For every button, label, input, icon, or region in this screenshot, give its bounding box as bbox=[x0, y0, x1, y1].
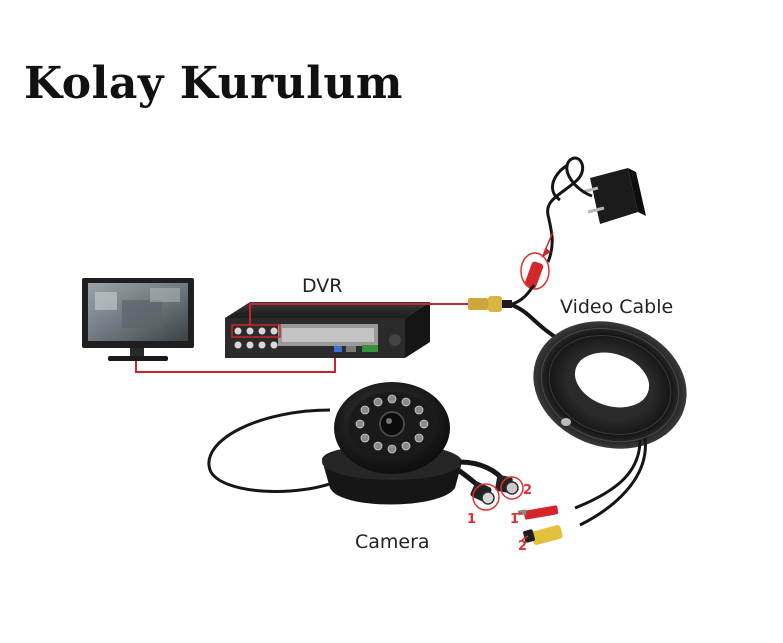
cable-plug-1-number: 1 bbox=[510, 512, 519, 527]
dome-camera-icon bbox=[207, 382, 519, 505]
camera-label: Camera bbox=[355, 531, 430, 553]
dvr-icon bbox=[225, 302, 430, 358]
bnc-connector-icon bbox=[468, 296, 512, 312]
monitor-icon bbox=[82, 278, 194, 361]
camera-port-2-number: 2 bbox=[523, 483, 532, 498]
page-title: Kolay Kurulum bbox=[24, 58, 403, 109]
hdmi-cable bbox=[135, 356, 336, 373]
power-adapter-icon bbox=[546, 156, 646, 263]
cable-plug-2-number: 2 bbox=[518, 539, 527, 554]
video-cable-label: Video Cable bbox=[560, 296, 673, 318]
dvr-label: DVR bbox=[302, 275, 343, 297]
cable-plugs bbox=[517, 505, 563, 545]
camera-port-1-number: 1 bbox=[467, 512, 476, 527]
dvr-video-line bbox=[249, 303, 470, 325]
dc-plug-icon bbox=[520, 252, 550, 290]
cable-coil-icon bbox=[533, 321, 687, 449]
